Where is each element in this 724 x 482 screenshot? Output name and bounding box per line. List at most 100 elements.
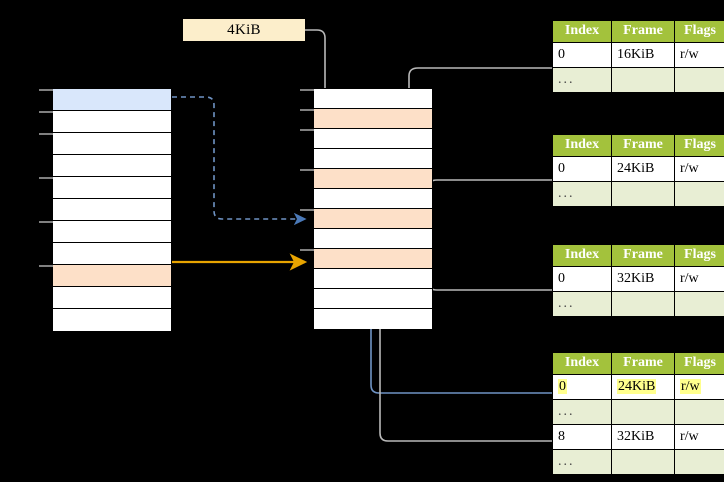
highlighted-value: 24KiB [617, 379, 657, 394]
cell-index: 0 [552, 42, 612, 68]
physical-frame-row-11 [314, 309, 432, 329]
cell-flags: r/w [674, 266, 724, 292]
row-tick-mark [39, 221, 53, 223]
cell-frame: 32KiB [611, 424, 675, 450]
physical-frame-row-3 [314, 149, 432, 169]
cell-flags [674, 449, 724, 475]
column-header-frame: Frame [611, 244, 675, 267]
virtual-page-row-9 [53, 287, 171, 309]
cell-index: ... [552, 67, 612, 93]
physical-frame-row-1 [300, 109, 432, 129]
physical-frame-row-5 [314, 189, 432, 209]
cell-frame: 24KiB [611, 156, 675, 182]
cell-flags [674, 67, 724, 93]
cell-index: ... [552, 449, 612, 475]
physical-frame-row-10 [314, 289, 432, 309]
virtual-page-row-8 [39, 265, 171, 287]
column-header-frame: Frame [611, 352, 675, 375]
virtual-page-row-2 [39, 133, 171, 155]
virtual-page-row-3 [53, 155, 171, 177]
wire-virtual-page-0-to-physical-frame-6 [172, 96, 307, 226]
column-header-index: Index [552, 352, 612, 375]
column-header-flags: Flags [674, 20, 724, 43]
row-tick-mark [39, 89, 53, 91]
virtual-page-row-6 [39, 221, 171, 243]
virtual-page-row-4 [39, 177, 171, 199]
cell-frame: 32KiB [611, 266, 675, 292]
cell-flags: r/w [674, 374, 724, 400]
cell-flags [674, 399, 724, 425]
cell-frame [611, 449, 675, 475]
virtual-page-row-5 [53, 199, 171, 221]
cell-frame [611, 291, 675, 317]
cell-frame [611, 399, 675, 425]
physical-frame-row-8 [300, 249, 432, 269]
row-tick-mark [39, 133, 53, 135]
virtual-page-row-0 [39, 89, 171, 111]
cell-index: 0 [552, 374, 612, 400]
column-header-index: Index [552, 20, 612, 43]
table-row[interactable]: ... [552, 291, 724, 317]
highlighted-value: 0 [558, 379, 567, 394]
column-header-flags: Flags [674, 244, 724, 267]
physical-memory [300, 88, 433, 329]
physical-frame-row-9 [314, 269, 432, 289]
table-row[interactable]: 0 24KiB r/w [552, 374, 724, 400]
cell-index: 0 [552, 266, 612, 292]
column-header-index: Index [552, 134, 612, 157]
table-row[interactable]: ... [552, 67, 724, 93]
row-tick-mark [300, 129, 314, 131]
virtual-page-row-10 [53, 309, 171, 331]
cell-index: 0 [552, 156, 612, 182]
column-header-index: Index [552, 244, 612, 267]
physical-frame-row-2 [300, 129, 432, 149]
cell-index: 8 [552, 424, 612, 450]
virtual-page-row-7 [53, 243, 171, 265]
table-row[interactable]: ... [552, 449, 724, 475]
column-header-flags: Flags [674, 134, 724, 157]
virtual-address-space [39, 88, 172, 331]
cell-index: ... [552, 291, 612, 317]
physical-frame-row-7 [314, 229, 432, 249]
virtual-page-row-1 [39, 111, 171, 133]
cell-index: ... [552, 399, 612, 425]
table-row[interactable]: ... [552, 181, 724, 207]
row-tick-mark [300, 109, 314, 111]
physical-frame-row-6 [300, 209, 432, 229]
cell-flags: r/w [674, 156, 724, 182]
cell-flags [674, 181, 724, 207]
table-row[interactable]: ... [552, 399, 724, 425]
row-tick-mark [39, 111, 53, 113]
row-tick-mark [300, 89, 314, 91]
row-tick-mark [300, 209, 314, 211]
cell-frame [611, 67, 675, 93]
cell-flags: r/w [674, 42, 724, 68]
cell-index: ... [552, 181, 612, 207]
physical-frame-row-0 [300, 89, 432, 109]
column-header-flags: Flags [674, 352, 724, 375]
highlighted-value: r/w [680, 379, 701, 394]
page-size-label: 4KiB [183, 19, 305, 41]
row-tick-mark [39, 265, 53, 267]
cell-flags [674, 291, 724, 317]
cell-frame [611, 181, 675, 207]
row-tick-mark [39, 177, 53, 179]
cell-frame: 24KiB [611, 374, 675, 400]
cell-frame: 16KiB [611, 42, 675, 68]
column-header-frame: Frame [611, 134, 675, 157]
cell-flags: r/w [674, 424, 724, 450]
physical-frame-row-4 [300, 169, 432, 189]
